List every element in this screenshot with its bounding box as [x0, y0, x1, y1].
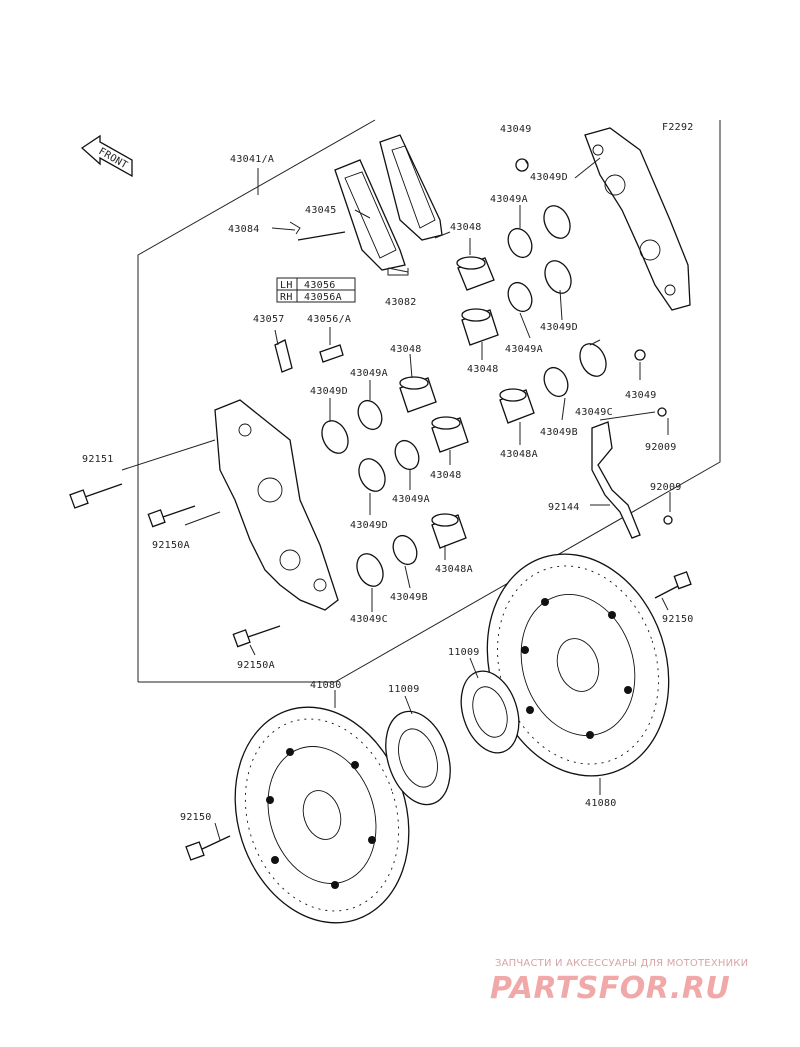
label-43049A-4: 43049A — [392, 494, 430, 505]
caliper-left — [214, 399, 339, 611]
label-rh-num: 43056A — [304, 292, 342, 303]
label-92151: 92151 — [82, 454, 114, 465]
label-43048A-r: 43048A — [500, 449, 538, 460]
brake-disc-right — [486, 553, 670, 777]
label-43048-2: 43048 — [390, 344, 422, 355]
label-43049C-r: 43049C — [575, 407, 613, 418]
front-arrow-icon: FRONT — [80, 134, 133, 178]
label-43049A-2: 43049A — [505, 344, 543, 355]
side-box — [276, 277, 356, 303]
label-43049B-l: 43049B — [390, 592, 428, 603]
part-labels: F2292 43041/A 43049 43049D 43049A 43045 … — [82, 122, 694, 823]
pad-spring — [591, 421, 641, 539]
pistons — [399, 256, 535, 549]
bolts — [69, 483, 692, 861]
label-43049C-l: 43049C — [350, 614, 388, 625]
label-92150A-1: 92150A — [152, 540, 190, 551]
label-43048-3: 43048 — [467, 364, 499, 375]
leader-lines — [121, 157, 671, 841]
label-43041A: 43041/A — [230, 154, 274, 165]
caliper-right — [584, 127, 691, 311]
label-92150-bottom: 92150 — [180, 812, 212, 823]
label-41080-l: 41080 — [310, 680, 342, 691]
label-43049B-r: 43049B — [540, 427, 578, 438]
label-43084: 43084 — [228, 224, 260, 235]
brake-disc-left — [234, 706, 410, 924]
label-43049D-3: 43049D — [310, 386, 348, 397]
label-lh-tag: LH — [280, 280, 293, 291]
label-92150A-2: 92150A — [237, 660, 275, 671]
seals — [321, 205, 607, 587]
label-11009-r: 11009 — [448, 647, 480, 658]
label-43049D-2: 43049D — [540, 322, 578, 333]
label-rh-tag: RH — [280, 292, 293, 303]
label-11009-l: 11009 — [388, 684, 420, 695]
label-lh-num: 43056 — [304, 280, 336, 291]
diagram-code: F2292 — [662, 122, 694, 133]
small-parts — [274, 158, 673, 525]
watermark: ЗАПЧАСТИ И АКСЕССУАРЫ ДЛЯ МОТОТЕХНИКИ PA… — [490, 958, 748, 1006]
label-43049-top: 43049 — [500, 124, 532, 135]
label-43056A: 43056/A — [307, 314, 351, 325]
label-92144: 92144 — [548, 502, 580, 513]
label-92009-2: 92009 — [650, 482, 682, 493]
pad-pin — [289, 221, 346, 241]
watermark-tagline: ЗАПЧАСТИ И АКСЕССУАРЫ ДЛЯ МОТОТЕХНИКИ — [495, 958, 748, 969]
label-43049A-3: 43049A — [350, 368, 388, 379]
label-43048A-l: 43048A — [435, 564, 473, 575]
label-43082: 43082 — [385, 297, 417, 308]
label-43045: 43045 — [305, 205, 337, 216]
label-92009-1: 92009 — [645, 442, 677, 453]
label-43049A-1: 43049A — [490, 194, 528, 205]
disc-shims — [385, 670, 520, 806]
label-43049-r: 43049 — [625, 390, 657, 401]
brake-pads — [334, 134, 443, 273]
label-43057: 43057 — [253, 314, 285, 325]
label-43049D-4: 43049D — [350, 520, 388, 531]
watermark-logo: PARTSFOR.RU — [490, 971, 730, 1006]
label-43048-1: 43048 — [450, 222, 482, 233]
label-43048-4: 43048 — [430, 470, 462, 481]
label-92150: 92150 — [662, 614, 694, 625]
label-41080-r: 41080 — [585, 798, 617, 809]
label-43049D-1: 43049D — [530, 172, 568, 183]
